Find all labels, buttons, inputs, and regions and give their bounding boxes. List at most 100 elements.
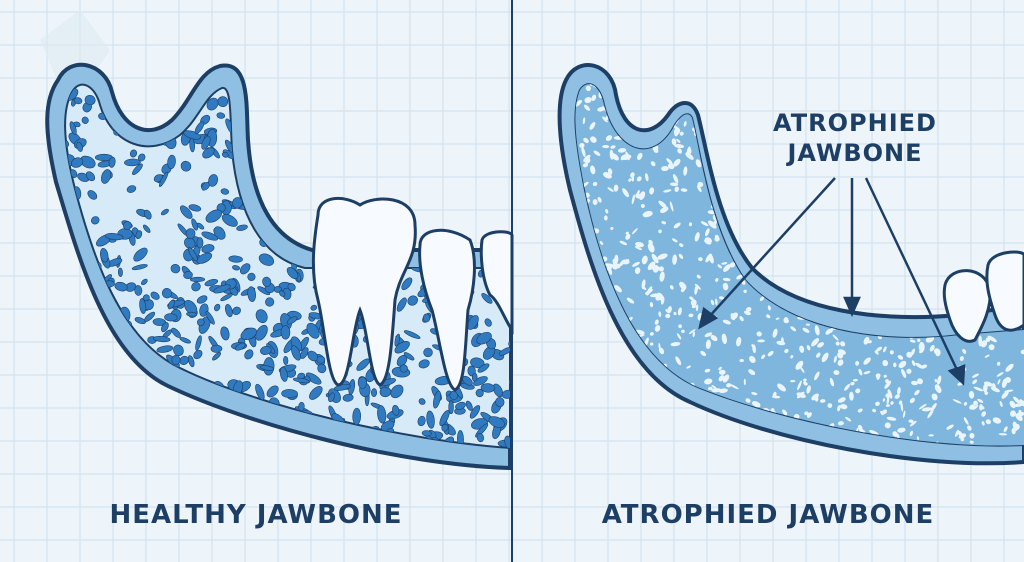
trabecula xyxy=(183,271,193,280)
trabecula xyxy=(462,157,475,171)
pore xyxy=(761,226,768,234)
trabecula xyxy=(273,85,288,96)
pore xyxy=(992,172,999,179)
pore xyxy=(598,398,604,404)
trabecula xyxy=(78,340,90,352)
trabecula xyxy=(182,66,198,82)
pore xyxy=(614,263,621,269)
pore xyxy=(855,388,861,394)
pore xyxy=(753,400,757,406)
pore xyxy=(814,371,820,381)
trabecula xyxy=(71,331,80,340)
trabecula xyxy=(283,355,289,366)
pore xyxy=(604,408,611,415)
pore xyxy=(701,446,707,452)
pore xyxy=(759,462,770,470)
pore xyxy=(971,373,979,378)
pore xyxy=(790,379,796,383)
pore xyxy=(772,328,778,338)
pore xyxy=(881,283,886,288)
trabecula xyxy=(320,93,328,105)
pore xyxy=(1001,137,1005,141)
pore xyxy=(907,206,913,212)
pore xyxy=(883,247,894,252)
pore xyxy=(575,415,578,424)
pore xyxy=(963,417,969,425)
trabecula xyxy=(473,376,488,386)
pore xyxy=(665,313,671,319)
pore xyxy=(629,438,634,446)
trabecula xyxy=(65,359,70,372)
trabecula xyxy=(217,96,229,108)
pore xyxy=(729,383,739,390)
pore xyxy=(795,244,806,251)
pore xyxy=(718,296,725,300)
trabecula xyxy=(235,342,246,351)
pore xyxy=(729,429,736,436)
pore xyxy=(677,307,682,316)
pore xyxy=(579,406,584,414)
trabecula xyxy=(160,84,171,95)
trabecula xyxy=(320,446,329,448)
pore xyxy=(773,460,782,470)
trabecula xyxy=(383,94,394,106)
pore xyxy=(729,262,736,268)
pore xyxy=(808,455,816,464)
pore xyxy=(915,182,924,189)
pore xyxy=(969,404,976,410)
pore xyxy=(1005,363,1014,372)
trabecula xyxy=(396,100,406,110)
pore xyxy=(999,400,1003,408)
pore xyxy=(875,401,880,406)
pore xyxy=(668,418,674,426)
trabecula xyxy=(468,103,479,114)
trabecula xyxy=(294,128,309,138)
pore xyxy=(714,136,722,142)
pore xyxy=(973,386,984,392)
pore xyxy=(775,455,781,461)
pore xyxy=(761,354,766,360)
pore xyxy=(580,375,587,381)
pore xyxy=(726,134,735,137)
trabecula xyxy=(255,383,265,401)
trabecula xyxy=(357,376,367,389)
trabecula xyxy=(168,440,177,448)
pore xyxy=(882,359,889,367)
pore xyxy=(952,227,959,233)
pore xyxy=(634,267,641,275)
pore xyxy=(742,197,747,202)
pore xyxy=(733,135,740,139)
trabecula xyxy=(455,401,466,410)
trabecula xyxy=(95,462,111,471)
trabecula xyxy=(476,331,492,345)
pore xyxy=(676,138,681,143)
pore xyxy=(690,299,697,307)
tooth xyxy=(985,250,1024,332)
pore xyxy=(576,365,582,370)
trabecula xyxy=(129,149,138,158)
trabecula xyxy=(247,272,256,281)
pore xyxy=(635,241,644,248)
trabecula xyxy=(179,337,191,344)
pore xyxy=(880,410,884,416)
pore xyxy=(857,408,863,413)
pore xyxy=(840,270,846,275)
pore xyxy=(597,196,602,203)
trabecula xyxy=(418,359,430,369)
trabecula xyxy=(249,107,259,119)
pore xyxy=(877,257,884,264)
pore xyxy=(927,409,934,419)
pore xyxy=(1018,146,1024,151)
trabecula xyxy=(407,295,418,306)
pore xyxy=(605,209,609,214)
trabecula xyxy=(467,315,479,330)
pore xyxy=(706,91,712,98)
pore xyxy=(854,271,858,276)
pore xyxy=(576,245,582,252)
trabecula xyxy=(439,144,454,157)
trabecula xyxy=(491,211,501,220)
pore xyxy=(910,183,918,192)
trabecula xyxy=(464,174,474,183)
pore xyxy=(722,374,730,383)
pore xyxy=(872,299,877,305)
